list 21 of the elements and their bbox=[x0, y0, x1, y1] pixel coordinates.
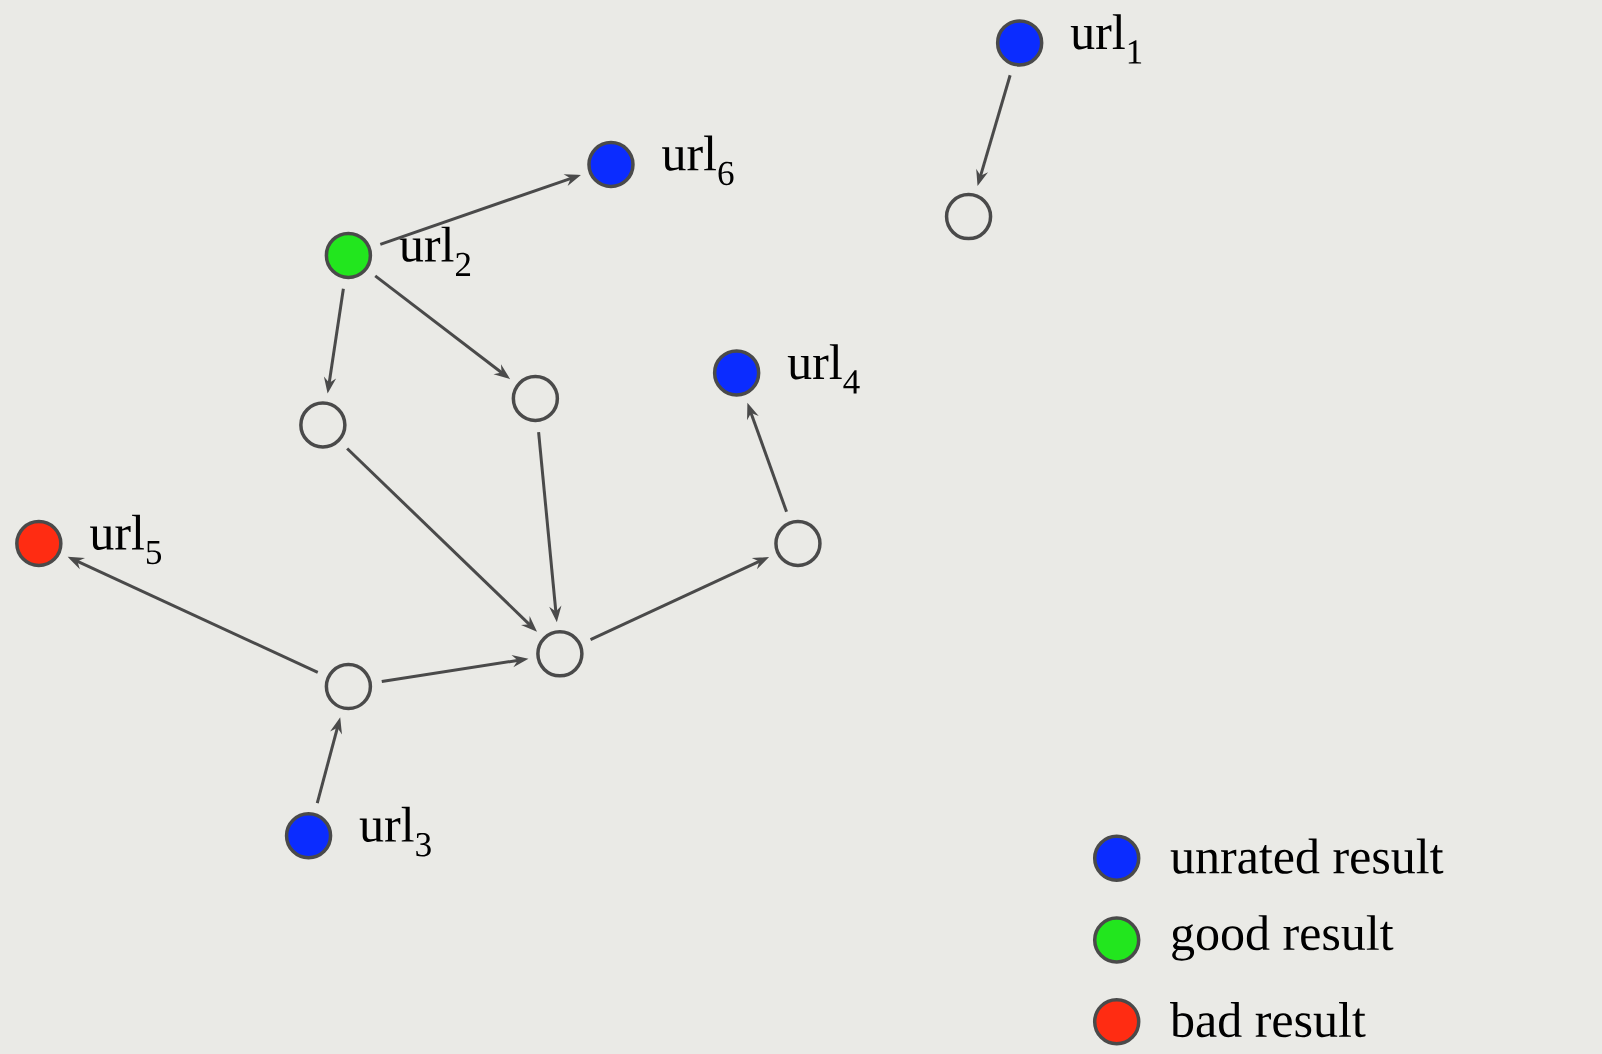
empty-circle bbox=[536, 629, 584, 678]
filled-circle bbox=[324, 231, 373, 279]
node-label: url$_{3}$ bbox=[359, 806, 431, 857]
node-label: url$_{2}$ bbox=[399, 226, 471, 276]
node-label: url$_{1}$ bbox=[1070, 14, 1142, 64]
empty-circle bbox=[299, 401, 347, 449]
node-label: url$_{6}$ bbox=[662, 135, 734, 186]
filled-circle bbox=[587, 140, 635, 189]
filled-circle bbox=[284, 811, 333, 860]
empty-circle bbox=[324, 662, 373, 711]
legend-label: bad result bbox=[1170, 1001, 1366, 1038]
filled-circle bbox=[995, 19, 1044, 67]
empty-circle bbox=[944, 192, 993, 241]
node-label: url$_{4}$ bbox=[787, 344, 860, 394]
empty-circle bbox=[774, 519, 822, 568]
legend-label: unrated result bbox=[1170, 838, 1444, 874]
filled-circle bbox=[712, 349, 761, 397]
filled-circle bbox=[15, 519, 63, 568]
node-label: url$_{5}$ bbox=[90, 514, 162, 564]
legend-label: good result bbox=[1172, 915, 1394, 961]
empty-circle bbox=[511, 374, 560, 423]
